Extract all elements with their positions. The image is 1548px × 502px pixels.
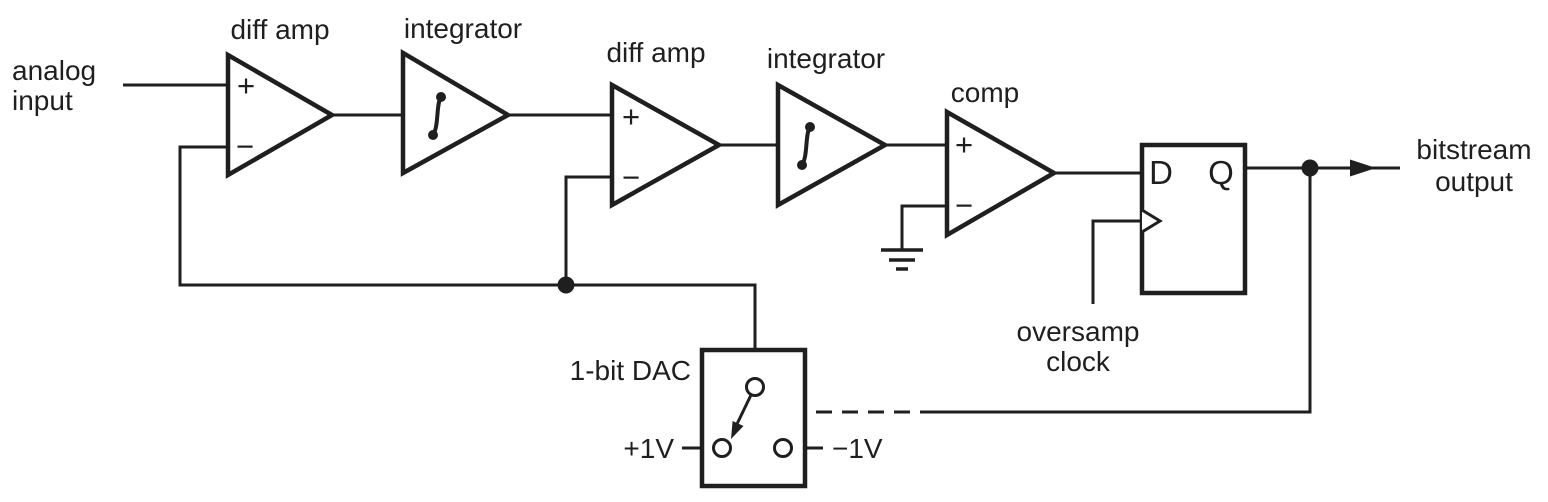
integral-icon-1 [428,92,446,140]
diff-amp-1-triangle [225,51,337,179]
analog-input-label-line2: input [12,85,73,116]
integral-bottom-dot [428,130,438,140]
switch-arm-arrowhead-icon [731,421,744,439]
diff-amp-1-label: diff amp [230,14,329,45]
switch-pole-circle [745,377,765,397]
integral-icon-2 [797,122,815,170]
dac-switch-icon [712,377,793,458]
flipflop-q-pin-label: Q [1208,154,1234,191]
dac-plus-ref-label: +1V [623,433,674,464]
comp-plus-sign: + [955,127,973,162]
comp-triangle [944,108,1059,239]
diff-amp-2-minus-sign: − [622,160,640,195]
ground-icon [881,248,923,271]
dac-box [699,347,808,489]
diff-amp-2-triangle [609,81,724,209]
integral-top-dot [805,122,815,132]
clock-edge-icon [1141,208,1163,234]
wire-oversamp-clock [1091,219,1142,304]
dac-label: 1-bit DAC [570,355,691,386]
wire-feedback-branch-diffamp2 [564,175,612,285]
integrator-2-label: integrator [767,43,885,74]
wire-comp-minus-to-ground [900,204,947,250]
comp-minus-sign: − [955,188,973,223]
junction-dot-bitstream [1301,159,1319,177]
wire-bitstream-feedback-solid [923,168,1312,414]
junction-dot-feedback [557,276,575,294]
flipflop-d-pin-label: D [1149,154,1173,191]
wire-feedback-main [178,145,757,379]
bitstream-output-label-line1: bitstream [1416,134,1531,165]
dac-minus-ref-label: −1V [832,433,883,464]
bitstream-output-label-line2: output [1435,166,1513,197]
diff-amp-1-minus-sign: − [236,129,254,164]
integrator-1-label: integrator [404,13,522,44]
diff-amp-1-plus-sign: + [237,68,255,103]
comp-label: comp [951,77,1019,108]
switch-throw-plus-circle [712,438,732,458]
switch-arm [735,394,753,425]
integral-bottom-dot [797,160,807,170]
diff-amp-2-plus-sign: + [622,99,640,134]
oversamp-clock-label-line2: clock [1046,346,1111,377]
analog-input-label-line1: analog [12,55,96,86]
output-arrowhead-icon [1350,159,1376,177]
diff-amp-2-label: diff amp [606,37,705,68]
integral-top-dot [436,92,446,102]
text-labels: analog input diff amp integrator diff am… [12,13,1532,464]
integrator-2-triangle [775,81,890,209]
integrator-1-triangle [400,49,513,177]
oversamp-clock-label-line1: oversamp [1017,316,1140,347]
blocks [225,49,1248,489]
switch-throw-minus-circle [773,438,793,458]
